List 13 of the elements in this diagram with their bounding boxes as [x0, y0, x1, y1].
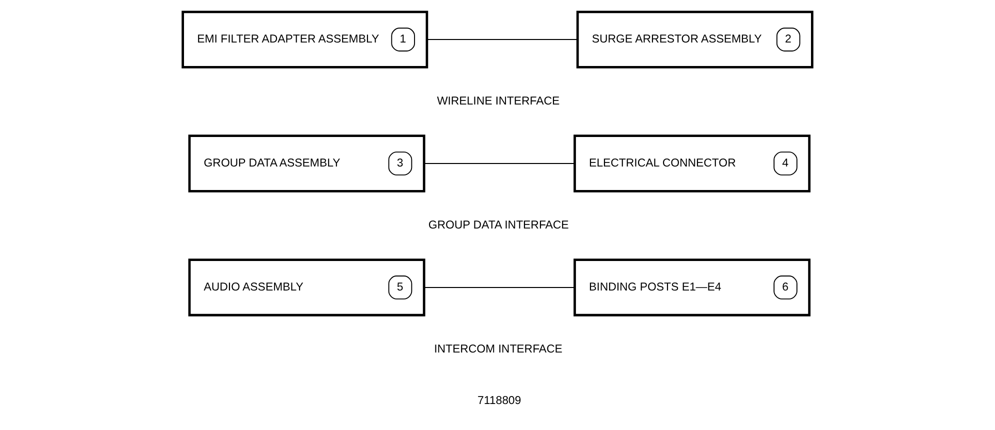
- connector: [424, 163, 576, 164]
- connector: [426, 39, 578, 40]
- label: GROUP DATA INTERFACE: [428, 219, 569, 232]
- label: WIRELINE INTERFACE: [436, 95, 560, 108]
- node-box: EMI FILTER ADAPTER ASSEMBLY 1: [182, 10, 428, 68]
- label: 7118809: [477, 394, 522, 407]
- node-box: ELECTRICAL CONNECTOR 4: [574, 134, 811, 192]
- node-box: SURGE ARRESTOR ASSEMBLY 2: [576, 10, 814, 68]
- node-box: AUDIO ASSEMBLY 5: [188, 258, 426, 316]
- label: INTERCOM INTERFACE: [434, 343, 562, 356]
- node-box: GROUP DATA ASSEMBLY 3: [188, 134, 426, 192]
- node-box: BINDING POSTS E1—E4 6: [574, 258, 811, 316]
- connector: [424, 287, 576, 288]
